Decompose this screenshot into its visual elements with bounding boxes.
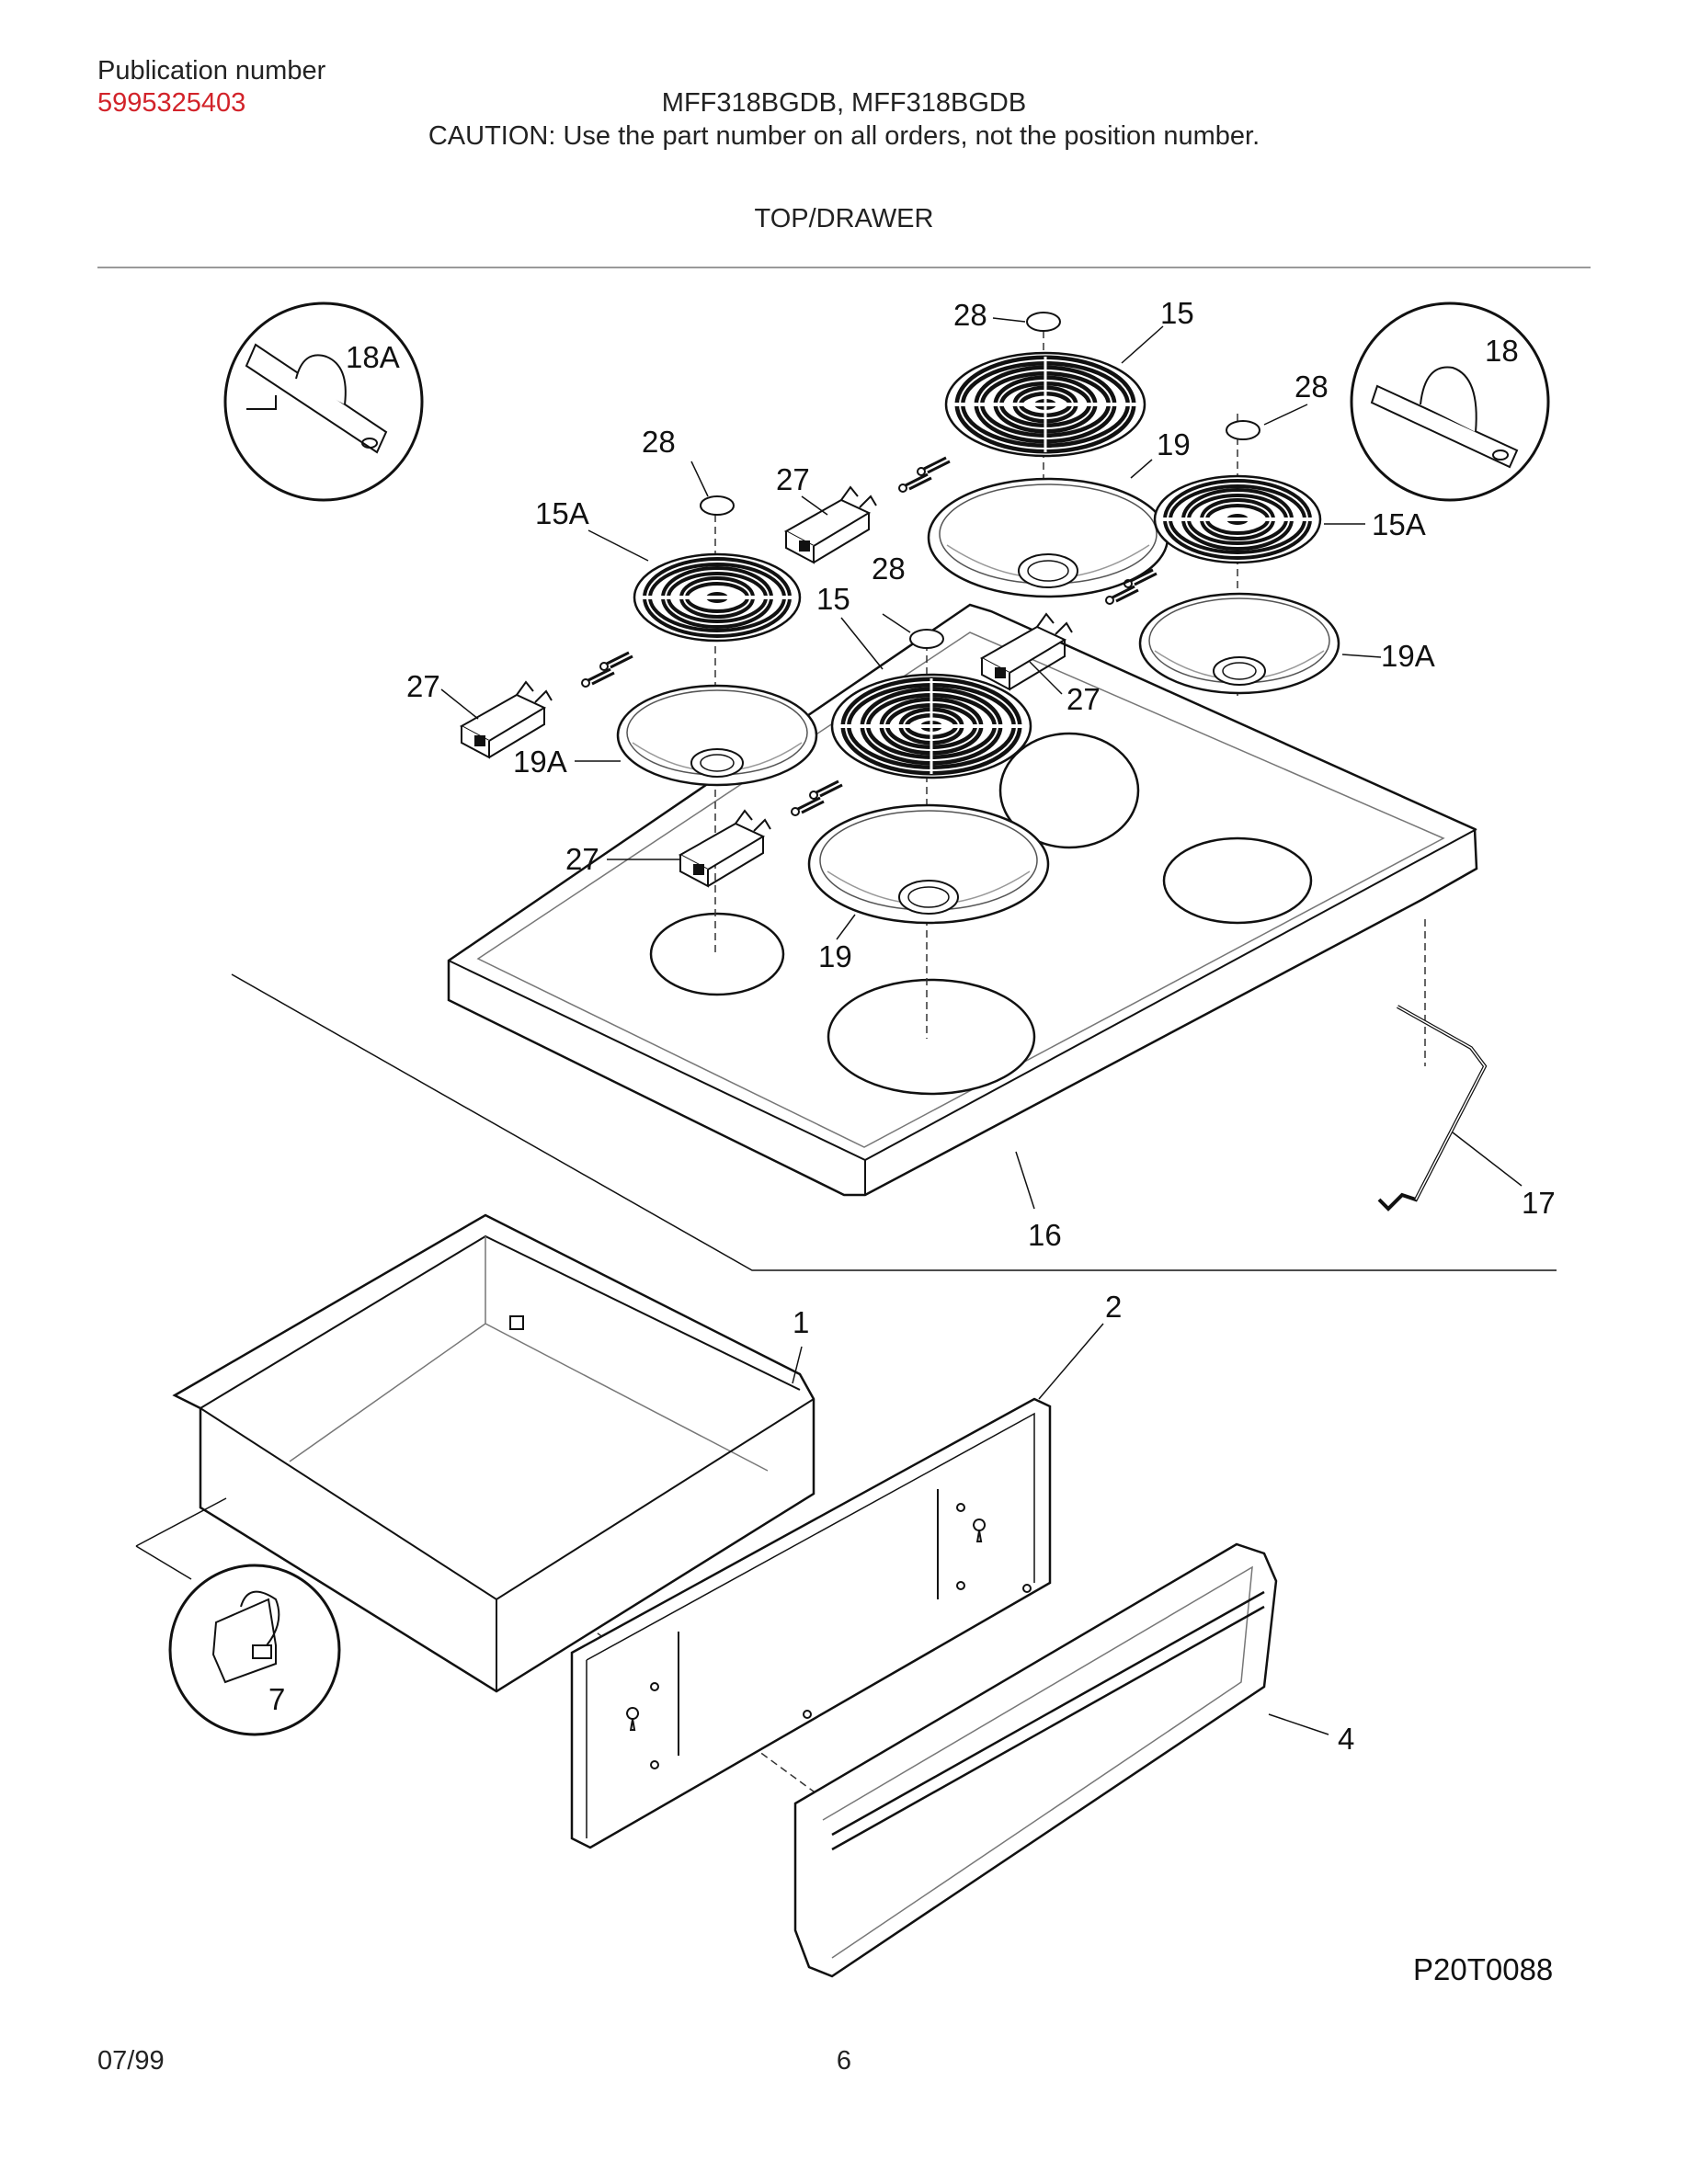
callout-19A: 19A: [513, 745, 567, 779]
callout-15A: 15A: [1372, 507, 1426, 541]
drip-bowl-19A-right: [1138, 592, 1340, 695]
callout-27: 27: [776, 462, 810, 496]
callout-7: 7: [268, 1682, 285, 1716]
callout-2: 2: [1105, 1290, 1122, 1324]
callout-27: 27: [565, 842, 599, 876]
callout-15: 15: [816, 582, 850, 616]
surface-element-15A-right: [1155, 476, 1320, 563]
leader-lines: [440, 317, 1523, 1735]
surface-element-15-front: [832, 675, 1031, 778]
drawer-part-1: [172, 1213, 815, 1693]
drawing-id: P20T0088: [1413, 1952, 1553, 1986]
header-rule: [97, 267, 1591, 268]
callout-28: 28: [953, 298, 987, 332]
callout-16: 16: [1028, 1218, 1062, 1252]
model-title: MFF318BGDB, MFF318BGDB: [661, 88, 1027, 118]
page-number: 6: [836, 2046, 852, 2076]
footer-date: 07/99: [97, 2046, 165, 2076]
detail-circle-7: [168, 1564, 341, 1736]
drawer-handle-panel-part-4: [793, 1542, 1278, 1978]
callout-18: 18: [1485, 334, 1519, 368]
terminal-block-27-a: [785, 486, 877, 563]
center-cap-28-b: [1226, 420, 1260, 440]
center-cap-28-c: [700, 495, 735, 516]
center-cap-28-d: [909, 629, 944, 649]
center-cap-28-a: [1026, 312, 1061, 332]
detail-circle-18: [1350, 301, 1550, 502]
callout-19: 19: [818, 939, 852, 973]
drip-bowl-19-front: [807, 803, 1050, 925]
surface-element-15A-left: [634, 554, 800, 641]
callout-27: 27: [406, 669, 440, 703]
drawer-front-panel-part-2: [570, 1397, 1052, 1849]
callout-28: 28: [1295, 370, 1329, 404]
callout-19A: 19A: [1381, 639, 1435, 673]
callout-18A: 18A: [346, 340, 400, 374]
callout-15: 15: [1160, 296, 1194, 330]
sensor-rod-17: [1377, 1005, 1488, 1211]
callout-27: 27: [1066, 682, 1101, 716]
section-title: TOP/DRAWER: [754, 204, 934, 233]
detail-circle-18A: [223, 301, 424, 502]
publication-label: Publication number: [97, 56, 326, 85]
callout-1: 1: [793, 1305, 809, 1339]
surface-element-15-rear: [946, 353, 1145, 456]
callout-19: 19: [1157, 427, 1191, 461]
drip-bowl-19-rear: [927, 477, 1169, 598]
callout-28: 28: [872, 552, 906, 586]
drip-bowl-19A-left: [616, 684, 818, 787]
caution-text: CAUTION: Use the part number on all orde…: [428, 121, 1260, 151]
callout-17: 17: [1522, 1186, 1556, 1220]
callout-15A: 15A: [535, 496, 589, 530]
publication-number: 5995325403: [97, 88, 246, 118]
callout-28: 28: [642, 425, 676, 459]
callout-4: 4: [1338, 1722, 1354, 1756]
